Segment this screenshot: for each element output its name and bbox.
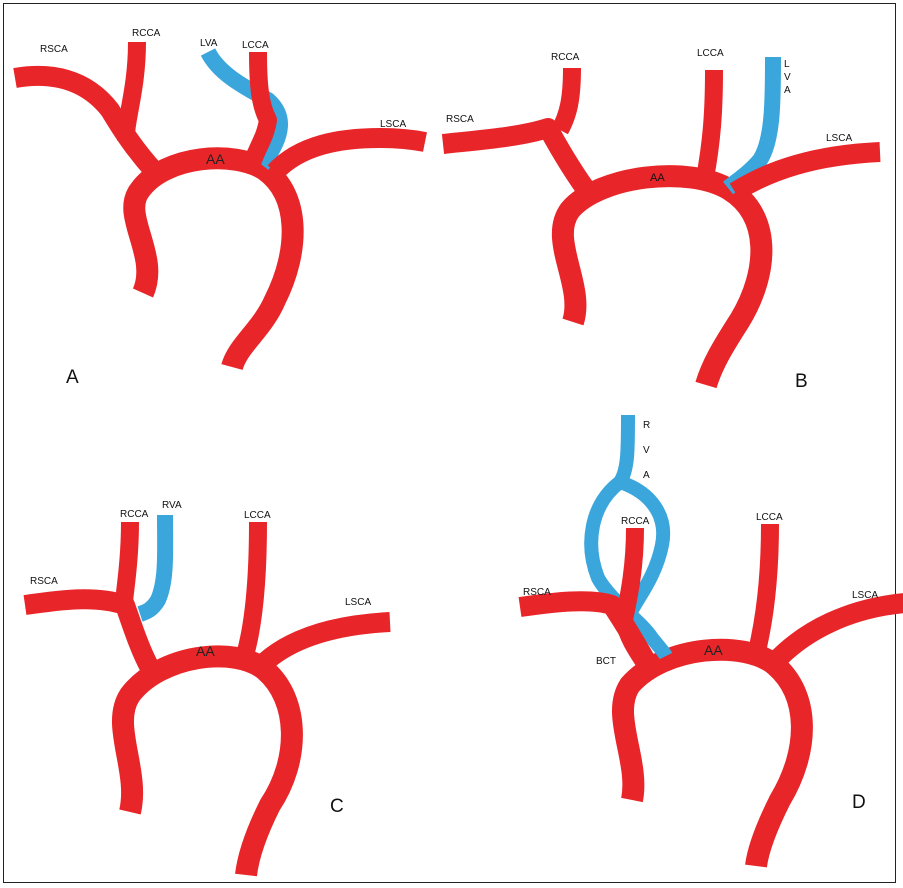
panel-c-lcca-vessel [245, 522, 258, 655]
panel-d-rsca-label: RSCA [523, 587, 551, 598]
panel-b-rcca-label: RCCA [551, 52, 580, 63]
panel-b-rcca-vessel [560, 68, 572, 130]
panel-a-lcca-vessel [250, 52, 268, 170]
panel-c-aortic-arch [123, 656, 292, 875]
panel-a-rcca-vessel [126, 42, 137, 140]
panel-c-rcca-label: RCCA [120, 509, 149, 520]
panel-d-lcca-vessel [756, 524, 770, 655]
panel-b-rsca-vessel [443, 128, 590, 195]
panel-d-letter: D [852, 792, 866, 813]
panel-c: RSCA RCCA RVA LCCA LSCA AA C [25, 500, 390, 875]
panel-d-bct-label: BCT [596, 656, 616, 667]
panel-c-aa-label: AA [196, 643, 215, 659]
panel-b-aortic-arch [563, 176, 762, 385]
panel-a-rsca-label: RSCA [40, 44, 68, 55]
panel-a-lsca-label: LSCA [380, 119, 406, 130]
panel-d-aa-label: AA [704, 642, 723, 658]
panel-a-rcca-label: RCCA [132, 28, 161, 39]
panel-a-lva-label: LVA [200, 38, 218, 49]
panel-b-rsca-label: RSCA [446, 114, 474, 125]
panel-a-aortic-arch [134, 158, 292, 367]
panel-b-lva-letter-l: L [784, 59, 790, 70]
panel-a-letter: A [66, 367, 79, 388]
panel-c-rva-label: RVA [162, 500, 182, 511]
panel-b-lcca-vessel [705, 70, 714, 178]
panel-b-lsca-label: LSCA [826, 133, 852, 144]
panel-d-rcca-label: RCCA [621, 516, 650, 527]
panel-d-rva-letter-a: A [643, 470, 650, 481]
panel-c-rsca-label: RSCA [30, 576, 58, 587]
panel-b-lva-letter-v: V [784, 72, 791, 83]
panel-a-lcca-label: LCCA [242, 40, 269, 51]
panel-b-letter: B [795, 371, 808, 392]
panel-d-aortic-arch [623, 650, 802, 866]
panel-d-rva-letter-v: V [643, 445, 650, 456]
panel-b-lcca-label: LCCA [697, 48, 724, 59]
panel-b: RSCA RCCA LCCA L V A LSCA AA B [443, 48, 880, 392]
panel-b-aa-label: AA [650, 172, 665, 184]
panel-d-lcca-label: LCCA [756, 512, 783, 523]
panel-d-rva-letter-r: R [643, 420, 650, 431]
panel-c-rva-vessel [140, 515, 165, 614]
panel-a-lsca-vessel [275, 138, 425, 172]
panel-c-letter: C [330, 796, 344, 817]
panel-d-lsca-label: LSCA [852, 590, 878, 601]
panel-a-aa-label: AA [206, 151, 225, 167]
panel-c-lsca-vessel [265, 622, 390, 662]
panel-a: RSCA RCCA LVA LCCA LSCA AA A [15, 28, 425, 388]
panel-d: R V A RCCA LCCA RSCA LSCA BCT AA D [520, 415, 903, 866]
panel-c-rcca-vessel [123, 522, 130, 610]
panel-b-lva-letter-a: A [784, 85, 791, 96]
panel-c-lcca-label: LCCA [244, 510, 271, 521]
panel-c-lsca-label: LSCA [345, 597, 371, 608]
panel-d-lsca-vessel [775, 603, 903, 662]
